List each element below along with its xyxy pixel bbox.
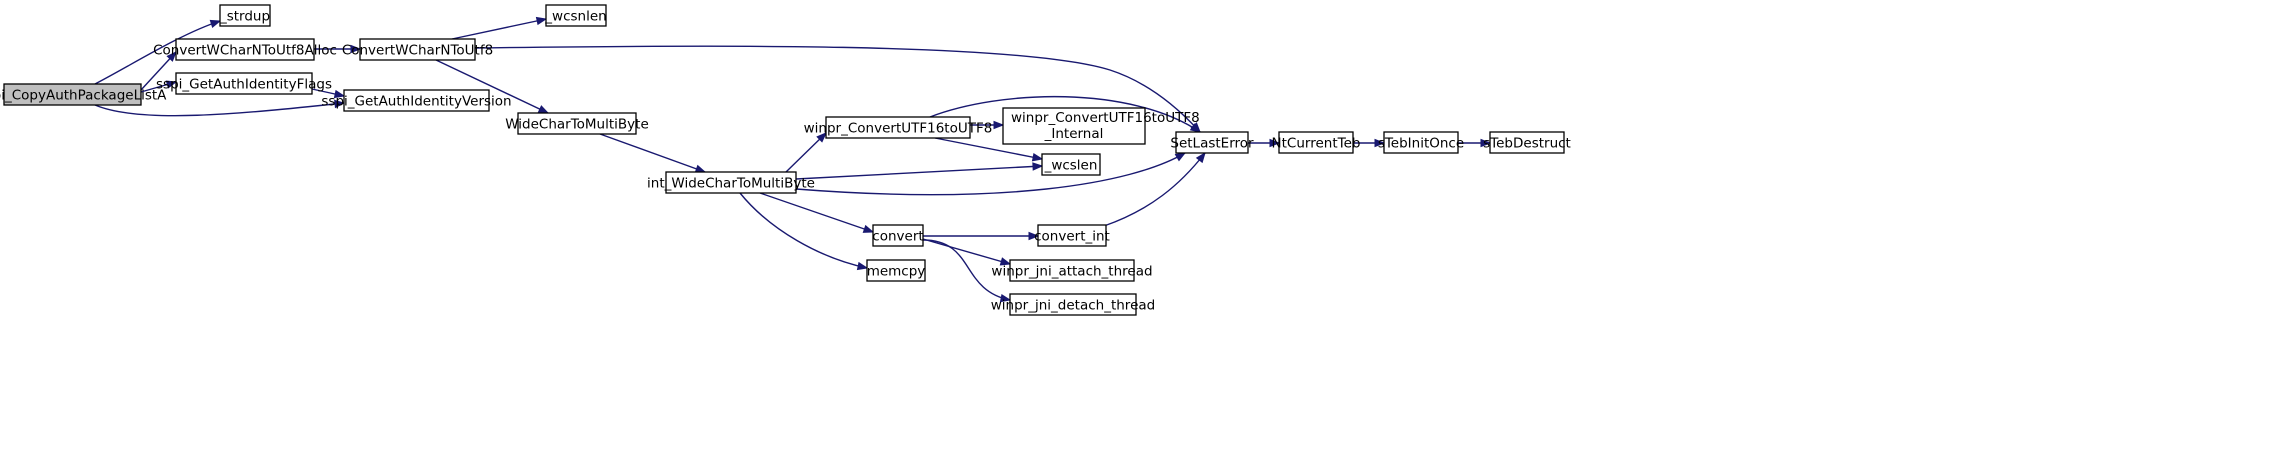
arrowhead [862, 224, 875, 233]
edge-int_WideCharToMultiByte-to-_wcslen [795, 162, 1044, 180]
node-winpr_jni_attach_thread[interactable]: winpr_jni_attach_thread [991, 259, 1153, 282]
node-label: memcpy [867, 264, 926, 280]
node-SetLastError[interactable]: SetLastError [1170, 131, 1254, 154]
function-nodes: sspi_CopyAuthPackageListA _strdupConvertW… [0, 4, 1571, 316]
node-ConvertWCharNToUtf8Alloc[interactable]: ConvertWCharNToUtf8Alloc [153, 38, 337, 61]
node-sspi_GetAuthIdentityFlags[interactable]: sspi_GetAuthIdentityFlags [156, 72, 332, 95]
node-label: winpr_ConvertUTF16toUTF8 [804, 121, 993, 137]
node-NtCurrentTeb[interactable]: NtCurrentTeb [1272, 131, 1361, 154]
edge-sspi_CopyAuthPackageListA-to-sspi_GetAuthIdentityFlags [140, 80, 178, 93]
arrowhead [1269, 138, 1281, 148]
node-label: sTebInitOnce [1378, 136, 1464, 152]
node-sTebInitOnce[interactable]: sTebInitOnce [1378, 131, 1464, 154]
edge-sspi_GetAuthIdentityFlags-to-sspi_GetAuthIdentityVersion [311, 88, 346, 99]
node-sspi_CopyAuthPackageListA[interactable]: sspi_CopyAuthPackageListA [0, 83, 167, 106]
edge-ConvertWCharNToUtf8-to-_wcsnlen [451, 16, 548, 40]
node-label: NtCurrentTeb [1272, 136, 1361, 152]
node-label: _strdup [219, 9, 270, 25]
edge-winpr_ConvertUTF16toUTF8-to-_wcslen [934, 137, 1044, 162]
edge-NtCurrentTeb-to-sTebInitOnce [1353, 138, 1386, 148]
arrowhead [1374, 138, 1386, 148]
edge-convert_int-to-SetLastError [1103, 151, 1206, 227]
node-label: SetLastError [1170, 136, 1254, 152]
edge-sspi_CopyAuthPackageListA-to-sspi_GetAuthIdentityVersion [94, 99, 346, 117]
node-_strdup[interactable]: _strdup [219, 4, 271, 27]
arrowhead [1195, 151, 1206, 164]
edge-convert-to-convert_int [923, 231, 1040, 241]
arrowhead [1031, 153, 1044, 162]
arrowhead [694, 164, 707, 173]
node-label: winpr_jni_detach_thread [991, 298, 1155, 314]
arrowhead [209, 19, 222, 28]
edge-winpr_ConvertUTF16toUTF8-to-winpr_ConvertUTF16toUTF8_Internal [970, 120, 1005, 130]
node-label: winpr_ConvertUTF16toUTF8 [1011, 110, 1200, 126]
arrowhead [856, 261, 869, 271]
arrowhead [999, 293, 1012, 303]
node-memcpy[interactable]: memcpy [866, 259, 926, 282]
node-label: sTebDestruct [1483, 136, 1571, 152]
node-label-line2: _Internal [1044, 126, 1104, 142]
node-label: ConvertWCharNToUtf8 [342, 43, 493, 59]
arrowhead [1028, 231, 1040, 241]
arrowhead [165, 80, 178, 89]
arrowhead [537, 105, 550, 114]
node-label: sspi_CopyAuthPackageListA [0, 88, 167, 104]
call-edges [94, 16, 1492, 303]
node-label: sspi_GetAuthIdentityFlags [156, 77, 332, 93]
node-label: _wcsnlen [544, 9, 606, 25]
edge-convert-to-winpr_jni_detach_thread [922, 239, 1012, 303]
arrowhead [166, 50, 177, 62]
node-sTebDestruct[interactable]: sTebDestruct [1483, 131, 1571, 154]
node-label: WideCharToMultiByte [505, 117, 649, 133]
arrowhead [1174, 152, 1187, 162]
edge-winpr_ConvertUTF16toUTF8-to-SetLastError [929, 95, 1202, 133]
node-sspi_GetAuthIdentityVersion[interactable]: sspi_GetAuthIdentityVersion [321, 89, 512, 112]
edge-convert-to-winpr_jni_attach_thread [922, 238, 1012, 266]
node-ConvertWCharNToUtf8[interactable]: ConvertWCharNToUtf8 [342, 38, 493, 61]
node-winpr_ConvertUTF16toUTF8_Internal[interactable]: winpr_ConvertUTF16toUTF8_Internal [1002, 107, 1200, 145]
node-_wcsnlen[interactable]: _wcsnlen [544, 4, 607, 27]
arrowhead [1032, 162, 1044, 171]
node-label: convert_int [1034, 229, 1110, 245]
edge-sTebInitOnce-to-sTebDestruct [1458, 138, 1492, 148]
node-int_WideCharToMultiByte[interactable]: int_WideCharToMultiByte [647, 171, 815, 194]
node-label: sspi_GetAuthIdentityVersion [321, 94, 511, 110]
node-label: convert [872, 229, 923, 245]
edge-int_WideCharToMultiByte-to-convert [759, 192, 875, 233]
arrowhead [1189, 123, 1202, 133]
edge-ConvertWCharNToUtf8Alloc-to-ConvertWCharNToUtf8 [314, 44, 362, 54]
node-_wcslen[interactable]: _wcslen [1041, 153, 1101, 176]
node-label: ConvertWCharNToUtf8Alloc [153, 43, 337, 59]
arrowhead [334, 99, 346, 109]
node-convert[interactable]: convert [872, 224, 924, 247]
edge-sspi_CopyAuthPackageListA-to-ConvertWCharNToUtf8Alloc [140, 50, 177, 91]
node-WideCharToMultiByte[interactable]: WideCharToMultiByte [505, 112, 649, 135]
edge-int_WideCharToMultiByte-to-winpr_ConvertUTF16toUTF8 [785, 132, 827, 173]
arrowhead [333, 89, 346, 99]
node-label: int_WideCharToMultiByte [647, 176, 815, 192]
arrowhead [816, 132, 827, 143]
arrowhead [535, 16, 548, 26]
node-label: _wcslen [1044, 158, 1098, 174]
edge-SetLastError-to-NtCurrentTeb [1248, 138, 1281, 148]
node-convert_int[interactable]: convert_int [1034, 224, 1110, 247]
node-label: winpr_jni_attach_thread [991, 264, 1152, 280]
edge-sspi_CopyAuthPackageListA-to-_strdup [94, 19, 222, 85]
arrowhead [350, 44, 362, 54]
arrowhead [1480, 138, 1492, 148]
edge-int_WideCharToMultiByte-to-memcpy [739, 192, 869, 271]
node-winpr_ConvertUTF16toUTF8[interactable]: winpr_ConvertUTF16toUTF8 [804, 116, 993, 139]
arrowhead [993, 120, 1005, 130]
edge-WideCharToMultiByte-to-int_WideCharToMultiByte [599, 133, 707, 173]
node-winpr_jni_detach_thread[interactable]: winpr_jni_detach_thread [991, 293, 1155, 316]
arrowhead [999, 257, 1012, 266]
edge-int_WideCharToMultiByte-to-SetLastError [795, 152, 1187, 196]
